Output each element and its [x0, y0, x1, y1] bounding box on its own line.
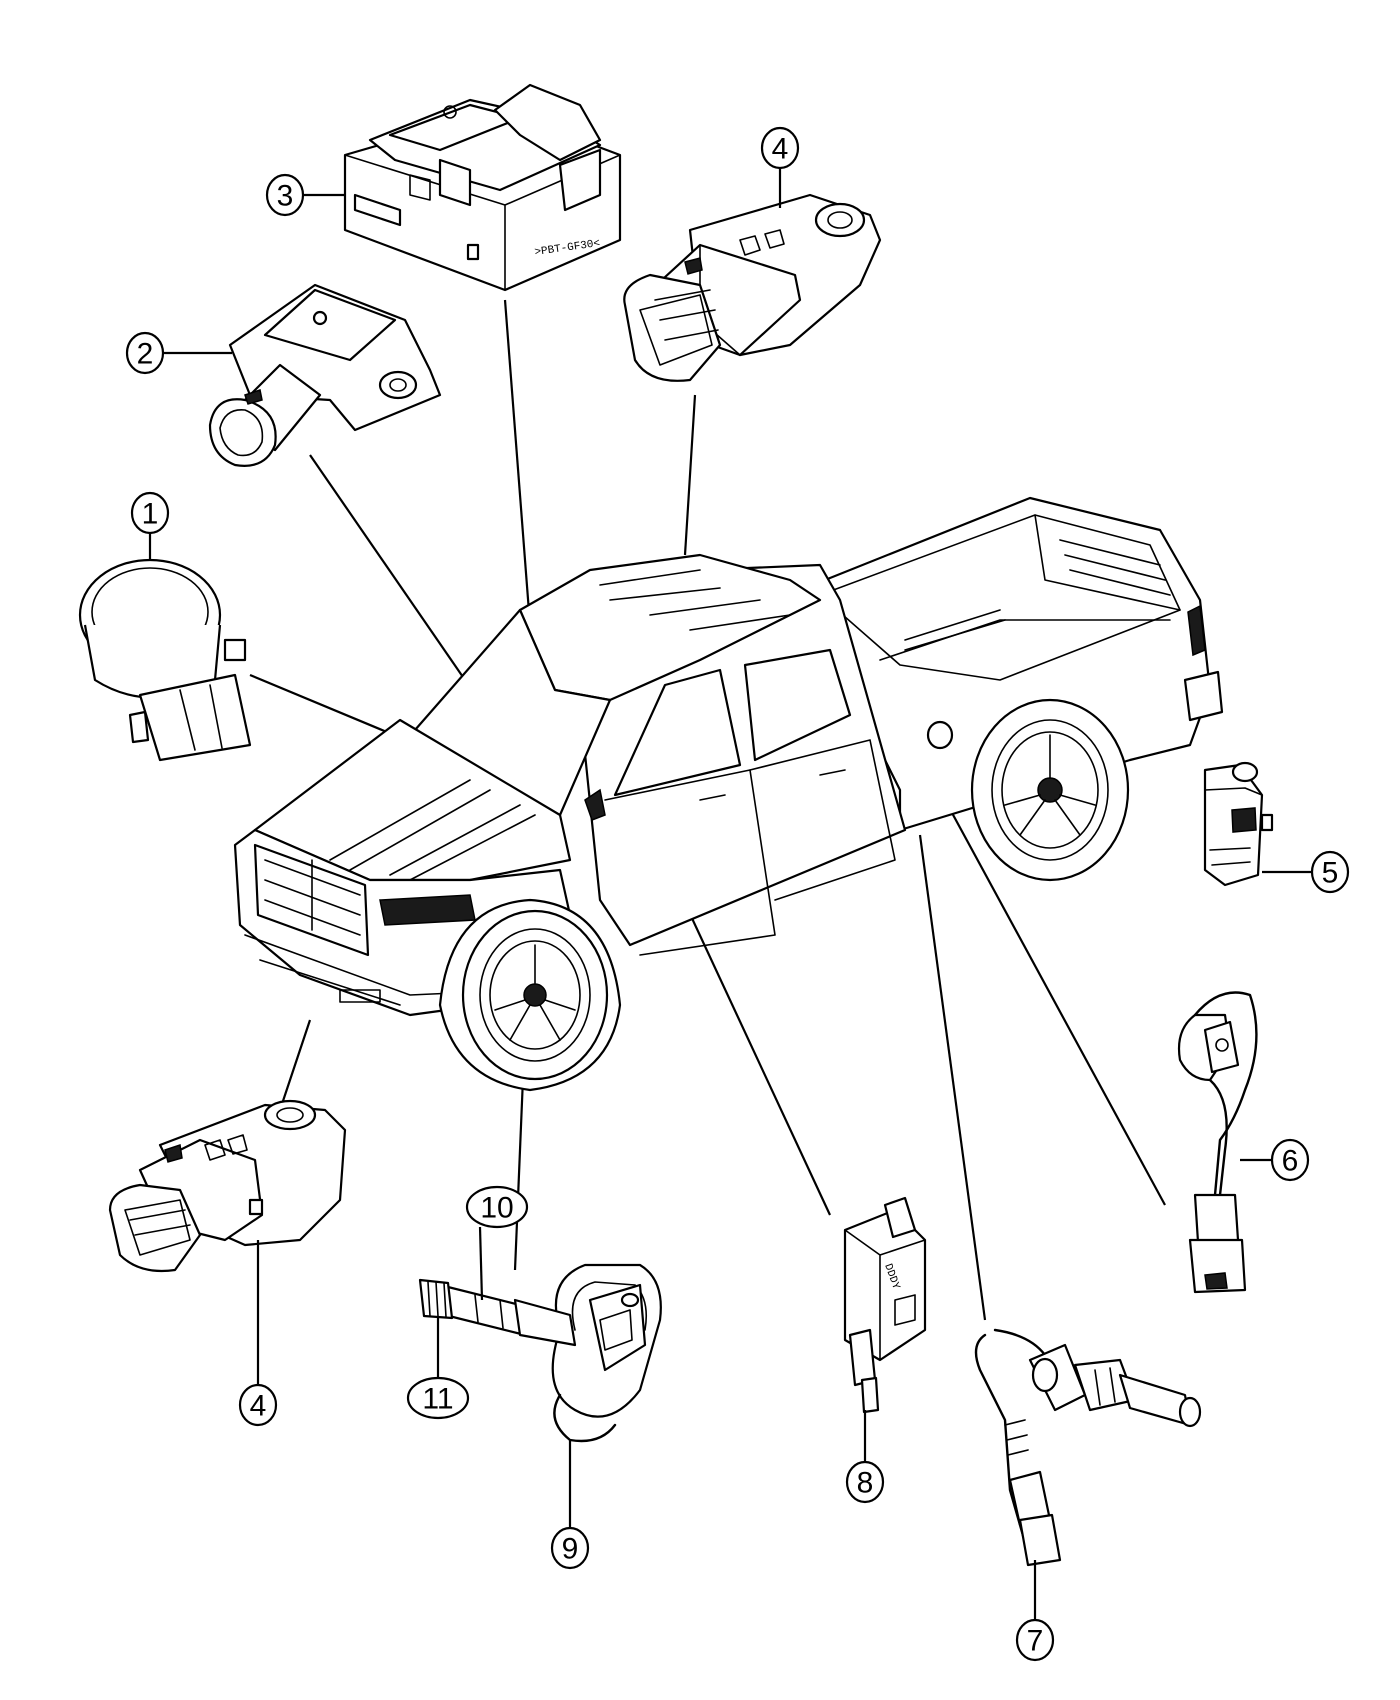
callout-4-top: 4 [760, 126, 800, 170]
svg-text:2: 2 [137, 338, 154, 371]
part-10-valve-stem [418, 1278, 577, 1347]
svg-text:11: 11 [422, 1383, 453, 1416]
svg-text:7: 7 [1027, 1625, 1044, 1658]
part-5-sensor [1203, 761, 1274, 887]
svg-text:5: 5 [1322, 857, 1339, 890]
callout-10: 10 [465, 1185, 529, 1229]
svg-text:4: 4 [250, 1390, 267, 1423]
part-3-control-module: >PBT-GF30< [343, 83, 622, 292]
callout-2: 2 [125, 331, 165, 375]
pickup-truck [233, 496, 1224, 1092]
leader-4-top [683, 394, 697, 556]
callouts: 1 2 3 4 4 5 [125, 126, 1350, 1662]
callout-7: 7 [1015, 1618, 1055, 1662]
callout-1: 1 [130, 491, 170, 535]
part-9-tpms-sensor [551, 1263, 662, 1443]
callout-8: 8 [845, 1460, 885, 1504]
part-2-impact-sensor [208, 283, 442, 467]
front-wheel [438, 898, 622, 1092]
svg-text:9: 9 [562, 1533, 579, 1566]
callout-11: 11 [406, 1376, 470, 1420]
svg-text:4: 4 [772, 133, 789, 166]
leader-2 [309, 454, 466, 681]
callout-5: 5 [1310, 850, 1350, 894]
part-1-parking-sensor [78, 558, 252, 762]
part-8-switch: DDDY [843, 1196, 927, 1414]
part-4-impact-sensor-top [623, 193, 882, 382]
leader-lines [249, 299, 1166, 1321]
svg-text:8: 8 [857, 1467, 874, 1500]
callout-3: 3 [265, 173, 305, 217]
leader-6 [944, 799, 1166, 1206]
svg-text:1: 1 [142, 498, 159, 531]
part-6-wired-sensor [1177, 991, 1258, 1294]
rear-wheel [970, 698, 1130, 882]
svg-text:3: 3 [277, 180, 294, 213]
callout-9: 9 [550, 1526, 590, 1570]
leader-7 [918, 834, 987, 1321]
svg-text:10: 10 [480, 1192, 513, 1225]
part-4-impact-sensor-bottom [108, 1099, 347, 1273]
part-7-wired-sensor [974, 1328, 1202, 1567]
callout-6: 6 [1270, 1138, 1310, 1182]
callout-4-bottom: 4 [238, 1383, 278, 1427]
svg-text:6: 6 [1282, 1145, 1299, 1178]
